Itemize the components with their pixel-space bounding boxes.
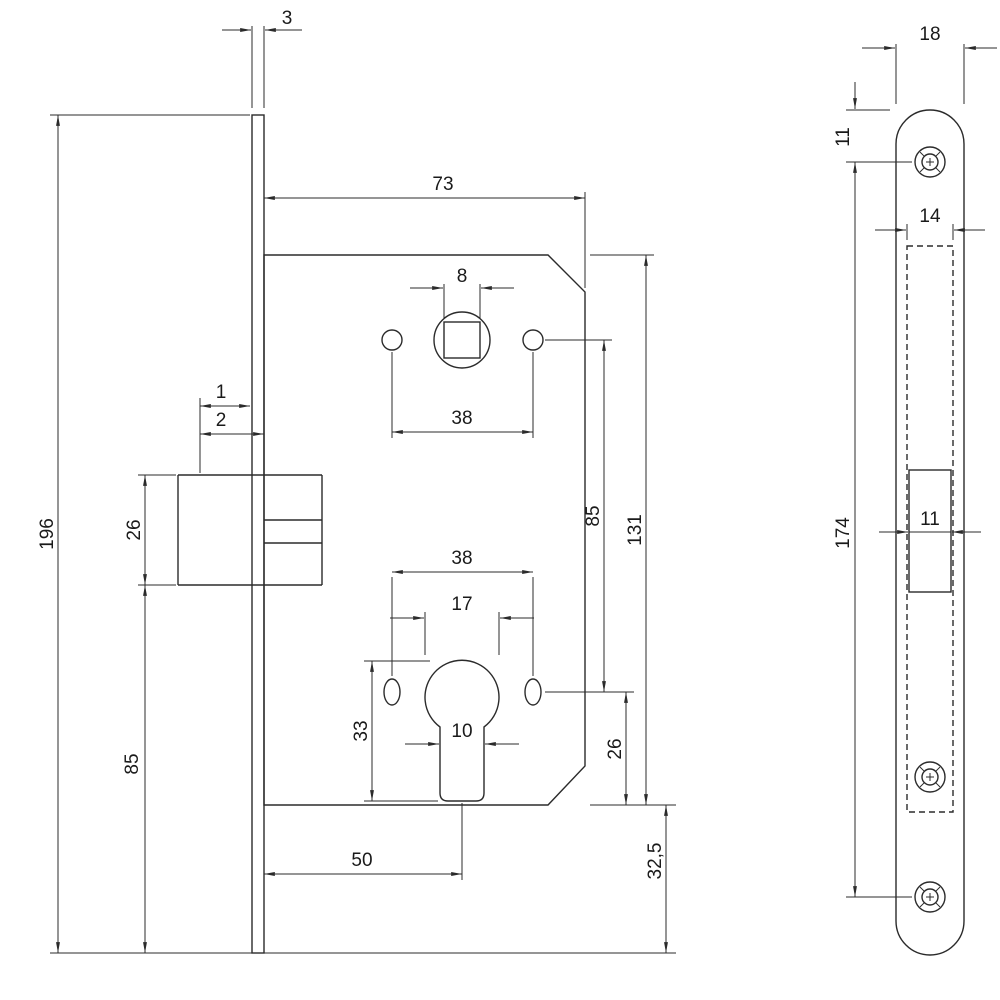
label-backing xyxy=(447,722,477,740)
spindle-square-hole xyxy=(443,321,481,359)
dim-cylinder-stem-width: 10 xyxy=(405,721,519,746)
dim-label-faceplate-thickness: 3 xyxy=(282,8,293,29)
screw-hole-top xyxy=(914,146,946,178)
dim-detail-gaps: 1 2 xyxy=(199,382,264,473)
latch-bolt xyxy=(177,474,323,586)
dim-label-spindle-square: 8 xyxy=(457,266,468,287)
dim-latch-cutout-width: 11 xyxy=(879,509,981,534)
side-view: 3 73 8 38 1 2 xyxy=(37,8,676,954)
dim-label-latch-cutout-width: 11 xyxy=(920,509,940,530)
dim-lower-holes-spacing: 38 xyxy=(391,548,534,676)
dim-bottom-offset: 32,5 xyxy=(645,805,668,953)
dim-label-latch-height: 26 xyxy=(124,519,145,540)
screw-hole-middle xyxy=(914,761,946,793)
dim-plate-width: 18 xyxy=(862,24,997,104)
body-outline-hidden xyxy=(906,245,954,813)
lock-body xyxy=(263,254,586,806)
dim-label-cutout-width: 14 xyxy=(919,206,941,227)
faceplate-edge xyxy=(251,114,265,954)
lower-slot-right xyxy=(524,678,542,706)
dim-top-screw-offset: 11 xyxy=(833,82,912,163)
dim-screw-centres: 174 xyxy=(833,162,912,898)
dim-label-latch-to-bottom: 85 xyxy=(122,753,143,774)
dim-label-bottom-offset: 32,5 xyxy=(645,843,666,880)
dim-label-overall-height: 196 xyxy=(37,518,58,550)
dim-label-body-height: 131 xyxy=(625,514,646,546)
dim-label-cylinder-length: 33 xyxy=(351,720,372,741)
front-view: 18 11 14 11 174 xyxy=(833,24,997,956)
dim-label-centres-distance: 85 xyxy=(583,505,604,526)
dim-label-cylinder-to-bottom: 26 xyxy=(605,738,626,759)
dim-body-width: 73 xyxy=(264,174,586,288)
dim-faceplate-thickness: 3 xyxy=(222,8,302,108)
dim-cylinder-to-bottom: 26 xyxy=(605,692,628,805)
dim-label-cylinder-stem-width: 10 xyxy=(451,721,472,742)
dim-cylinder-length: 33 xyxy=(351,660,438,802)
upper-screw-hole-right xyxy=(522,329,544,351)
dim-label-body-width: 73 xyxy=(432,174,453,195)
dim-label-screw-centres: 174 xyxy=(833,517,854,549)
lower-slot-left xyxy=(383,678,401,706)
dim-label-upper-holes-spacing: 38 xyxy=(451,408,472,429)
dim-body-height: 131 xyxy=(590,254,676,806)
dim-label-cylinder-diameter: 17 xyxy=(451,594,472,615)
dim-overall-height: 196 xyxy=(37,114,676,954)
dim-centres-distance: 85 xyxy=(545,339,634,693)
dim-label-lower-holes-spacing: 38 xyxy=(451,548,472,569)
dim-backset: 50 xyxy=(264,803,463,880)
euro-cylinder-hole xyxy=(424,659,500,802)
dim-label-detail-gap-2: 2 xyxy=(216,410,227,431)
dim-spindle-square: 8 xyxy=(410,266,514,318)
dim-label-backset: 50 xyxy=(351,850,372,871)
screw-hole-bottom xyxy=(914,881,946,913)
upper-screw-hole-left xyxy=(381,329,403,351)
spindle-follower xyxy=(433,311,491,369)
dim-label-plate-width: 18 xyxy=(919,24,940,45)
dim-cylinder-diameter: 17 xyxy=(390,594,534,655)
dim-label-detail-gap-1: 1 xyxy=(216,382,227,403)
dim-latch-to-bottom: 85 xyxy=(122,585,147,953)
dim-latch-height: 26 xyxy=(124,474,176,586)
dim-cutout-width: 14 xyxy=(875,206,985,240)
latch-cutout xyxy=(908,469,952,593)
dim-label-top-screw-offset: 11 xyxy=(833,127,854,147)
dim-upper-holes-spacing: 38 xyxy=(391,352,534,438)
